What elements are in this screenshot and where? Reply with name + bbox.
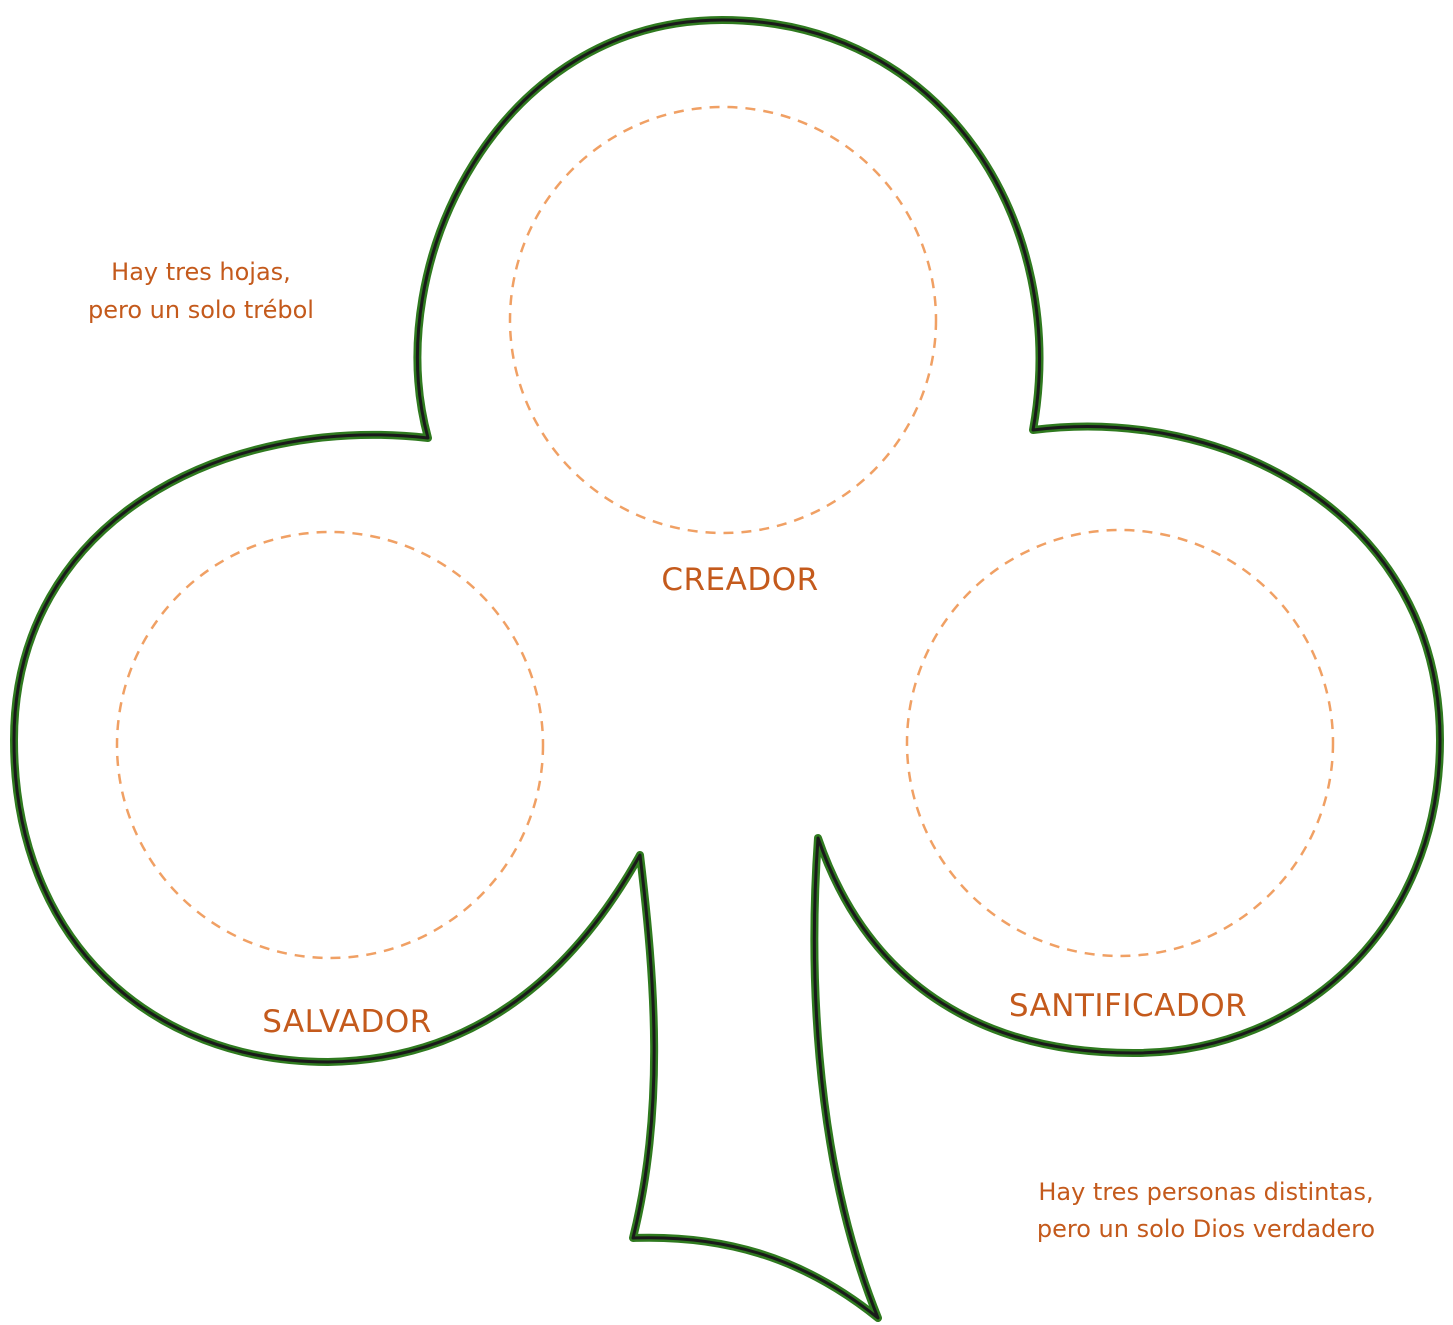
note-bottom-right-line2: pero un solo Dios verdadero [1037, 1215, 1375, 1243]
clover-outline-halo [14, 20, 1440, 1318]
note-top-left-line2: pero un solo trébol [88, 296, 314, 324]
leaf-label-right: SANTIFICADOR [1009, 988, 1247, 1024]
clover-outline [14, 20, 1440, 1318]
leaf-label-top: CREADOR [661, 562, 818, 598]
note-top-left-line1: Hay tres hojas, [111, 258, 291, 286]
note-bottom-right-line1: Hay tres personas distintas, [1038, 1178, 1373, 1206]
leaf-label-left: SALVADOR [262, 1004, 432, 1040]
note-top-left: Hay tres hojas, pero un solo trébol [88, 258, 314, 324]
note-bottom-right: Hay tres personas distintas, pero un sol… [1037, 1178, 1375, 1243]
